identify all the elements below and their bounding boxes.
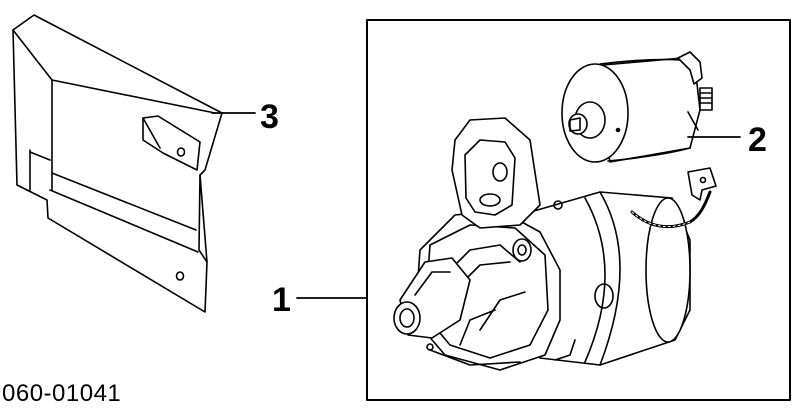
wire-lug xyxy=(687,167,717,201)
part-code: 060-01041 xyxy=(2,380,122,407)
callout-label-3: 3 xyxy=(260,98,279,136)
callout-label-2: 2 xyxy=(748,121,767,159)
assembly-frame xyxy=(366,19,791,401)
callout-label-1: 1 xyxy=(272,281,291,319)
heat-shield-part xyxy=(12,14,223,313)
starter-motor-part xyxy=(393,117,712,371)
solenoid-part xyxy=(561,51,713,163)
